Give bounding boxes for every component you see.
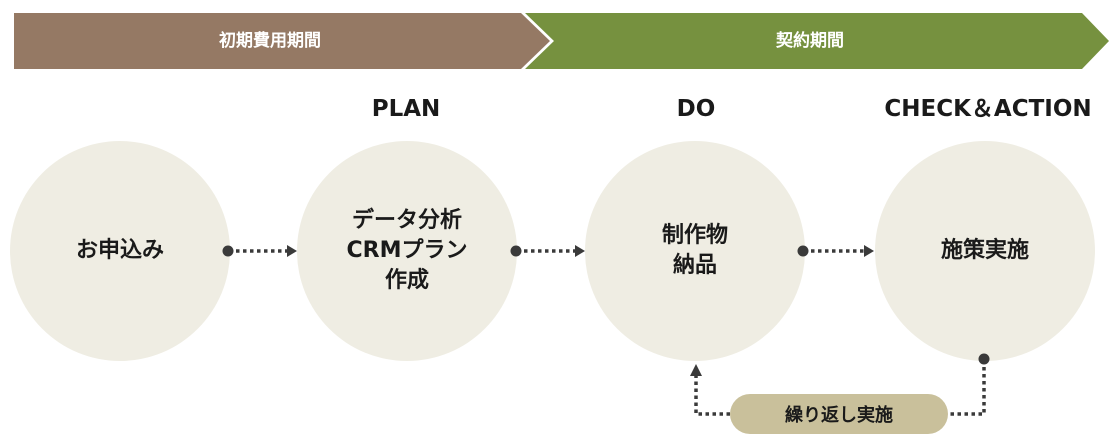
stage-label-check-action: CHECK＆ACTION bbox=[884, 96, 1092, 122]
step-circle-application: お申込み bbox=[10, 141, 230, 361]
step-text-delivery: 制作物 納品 bbox=[661, 223, 728, 278]
step-circle-analysis: データ分析 CRMプラン 作成 bbox=[297, 141, 517, 361]
step-text-execution: 施策実施 bbox=[940, 238, 1029, 263]
connector-1-2 bbox=[222, 245, 297, 257]
phase-label-contract: 契約期間 bbox=[776, 31, 844, 51]
step-text-application: お申込み bbox=[75, 238, 164, 263]
phase-arrow-initial bbox=[14, 13, 550, 69]
step-circle-delivery: 制作物 納品 bbox=[585, 141, 805, 361]
repeat-pill: 繰り返し実施 bbox=[730, 394, 948, 434]
loop-connector bbox=[690, 353, 990, 416]
stage-label-do: DO bbox=[676, 96, 716, 122]
repeat-label: 繰り返し実施 bbox=[785, 405, 893, 426]
phase-banner bbox=[14, 13, 1109, 69]
phase-arrow-contract bbox=[525, 13, 1109, 69]
phase-label-initial: 初期費用期間 bbox=[219, 31, 321, 51]
connector-3-4 bbox=[797, 245, 874, 257]
step-circle-execution: 施策実施 bbox=[875, 141, 1095, 361]
connector-2-3 bbox=[510, 245, 585, 257]
step-text-analysis: データ分析 CRMプラン 作成 bbox=[346, 208, 468, 293]
stage-label-plan: PLAN bbox=[371, 96, 441, 122]
